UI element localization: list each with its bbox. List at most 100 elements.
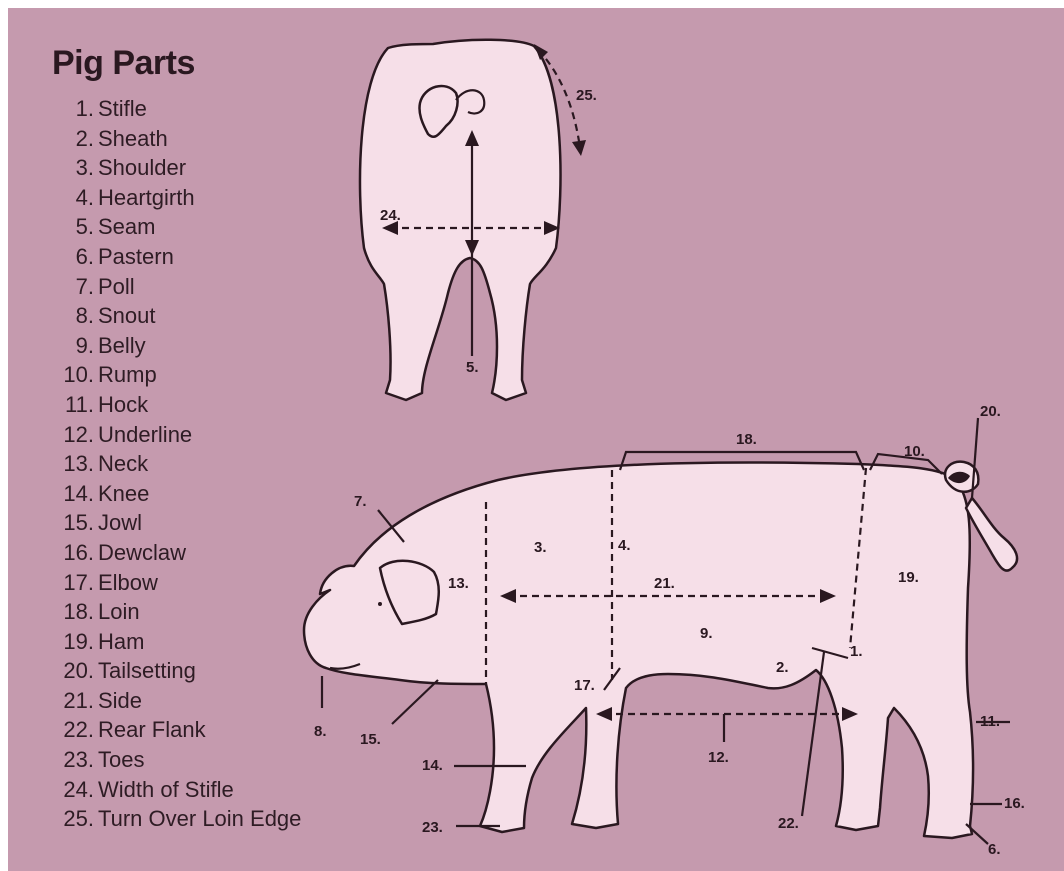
label-7: 7. <box>354 493 367 510</box>
side-view-pig <box>304 418 1017 844</box>
legend-number: 3. <box>50 153 94 183</box>
legend-number: 7. <box>50 272 94 302</box>
legend-item: 16.Dewclaw <box>50 538 301 568</box>
legend-name: Rump <box>98 362 157 387</box>
label-11: 11. <box>980 713 1000 730</box>
legend-name: Toes <box>98 747 144 772</box>
legend-name: Elbow <box>98 570 158 595</box>
label-14: 14. <box>422 757 443 774</box>
legend-name: Seam <box>98 214 155 239</box>
parts-legend: 1.Stifle 2.Sheath 3.Shoulder 4.Heartgirt… <box>50 94 301 834</box>
legend-name: Underline <box>98 422 192 447</box>
legend-item: 15.Jowl <box>50 508 301 538</box>
legend-name: Width of Stifle <box>98 777 234 802</box>
legend-item: 6.Pastern <box>50 242 301 272</box>
label-5: 5. <box>466 359 479 376</box>
legend-name: Turn Over Loin Edge <box>98 806 301 831</box>
legend-item: 24.Width of Stifle <box>50 775 301 805</box>
legend-item: 19.Ham <box>50 627 301 657</box>
label-23: 23. <box>422 819 443 836</box>
label-10: 10. <box>904 443 925 460</box>
label-22: 22. <box>778 815 799 832</box>
legend-number: 23. <box>50 745 94 775</box>
label-21: 21. <box>654 575 675 592</box>
side-view-eye <box>378 602 382 606</box>
legend-number: 9. <box>50 331 94 361</box>
jowl-leader <box>392 680 438 724</box>
legend-item: 2.Sheath <box>50 124 301 154</box>
legend-number: 20. <box>50 656 94 686</box>
legend-name: Heartgirth <box>98 185 195 210</box>
legend-name: Stifle <box>98 96 147 121</box>
legend-number: 1. <box>50 94 94 124</box>
legend-item: 11.Hock <box>50 390 301 420</box>
legend-name: Loin <box>98 599 140 624</box>
legend-name: Ham <box>98 629 144 654</box>
label-18: 18. <box>736 431 757 448</box>
legend-name: Poll <box>98 274 135 299</box>
label-1: 1. <box>850 643 863 660</box>
legend-number: 5. <box>50 212 94 242</box>
side-view-body <box>304 463 973 838</box>
legend-number: 11. <box>50 390 94 420</box>
legend-number: 13. <box>50 449 94 479</box>
legend-number: 19. <box>50 627 94 657</box>
page-title: Pig Parts <box>52 44 195 83</box>
legend-name: Tailsetting <box>98 658 196 683</box>
legend-name: Neck <box>98 451 148 476</box>
label-24: 24. <box>380 207 401 224</box>
legend-item: 14.Knee <box>50 479 301 509</box>
label-19: 19. <box>898 569 919 586</box>
legend-name: Jowl <box>98 510 142 535</box>
legend-number: 10. <box>50 360 94 390</box>
label-15: 15. <box>360 731 381 748</box>
label-6: 6. <box>988 841 1001 858</box>
label-3: 3. <box>534 539 547 556</box>
legend-number: 12. <box>50 420 94 450</box>
label-4: 4. <box>618 537 631 554</box>
legend-name: Side <box>98 688 142 713</box>
legend-item: 21.Side <box>50 686 301 716</box>
legend-name: Snout <box>98 303 156 328</box>
legend-number: 15. <box>50 508 94 538</box>
label-25: 25. <box>576 87 597 104</box>
legend-number: 16. <box>50 538 94 568</box>
legend-item: 3.Shoulder <box>50 153 301 183</box>
legend-item: 23.Toes <box>50 745 301 775</box>
legend-number: 17. <box>50 568 94 598</box>
legend-item: 20.Tailsetting <box>50 656 301 686</box>
legend-name: Rear Flank <box>98 717 206 742</box>
label-9: 9. <box>700 625 713 642</box>
legend-number: 22. <box>50 715 94 745</box>
legend-item: 5.Seam <box>50 212 301 242</box>
legend-item: 18.Loin <box>50 597 301 627</box>
legend-item: 12.Underline <box>50 420 301 450</box>
legend-item: 25.Turn Over Loin Edge <box>50 804 301 834</box>
legend-item: 4.Heartgirth <box>50 183 301 213</box>
legend-item: 13.Neck <box>50 449 301 479</box>
legend-item: 10.Rump <box>50 360 301 390</box>
legend-item: 7.Poll <box>50 272 301 302</box>
legend-number: 24. <box>50 775 94 805</box>
label-20: 20. <box>980 403 1001 420</box>
legend-number: 25. <box>50 804 94 834</box>
legend-name: Pastern <box>98 244 174 269</box>
legend-item: 22.Rear Flank <box>50 715 301 745</box>
legend-name: Belly <box>98 333 146 358</box>
legend-item: 9.Belly <box>50 331 301 361</box>
legend-item: 8.Snout <box>50 301 301 331</box>
diagram-canvas: 25. 24. 5. 18. 10. 20. 7. 3. 4. 13. 21. … <box>8 8 1064 871</box>
legend-name: Shoulder <box>98 155 186 180</box>
legend-name: Sheath <box>98 126 168 151</box>
legend-item: 17.Elbow <box>50 568 301 598</box>
label-17: 17. <box>574 677 595 694</box>
legend-number: 14. <box>50 479 94 509</box>
legend-item: 1.Stifle <box>50 94 301 124</box>
legend-name: Dewclaw <box>98 540 186 565</box>
legend-name: Hock <box>98 392 148 417</box>
label-8: 8. <box>314 723 327 740</box>
label-12: 12. <box>708 749 729 766</box>
label-2: 2. <box>776 659 789 676</box>
legend-number: 21. <box>50 686 94 716</box>
legend-number: 4. <box>50 183 94 213</box>
